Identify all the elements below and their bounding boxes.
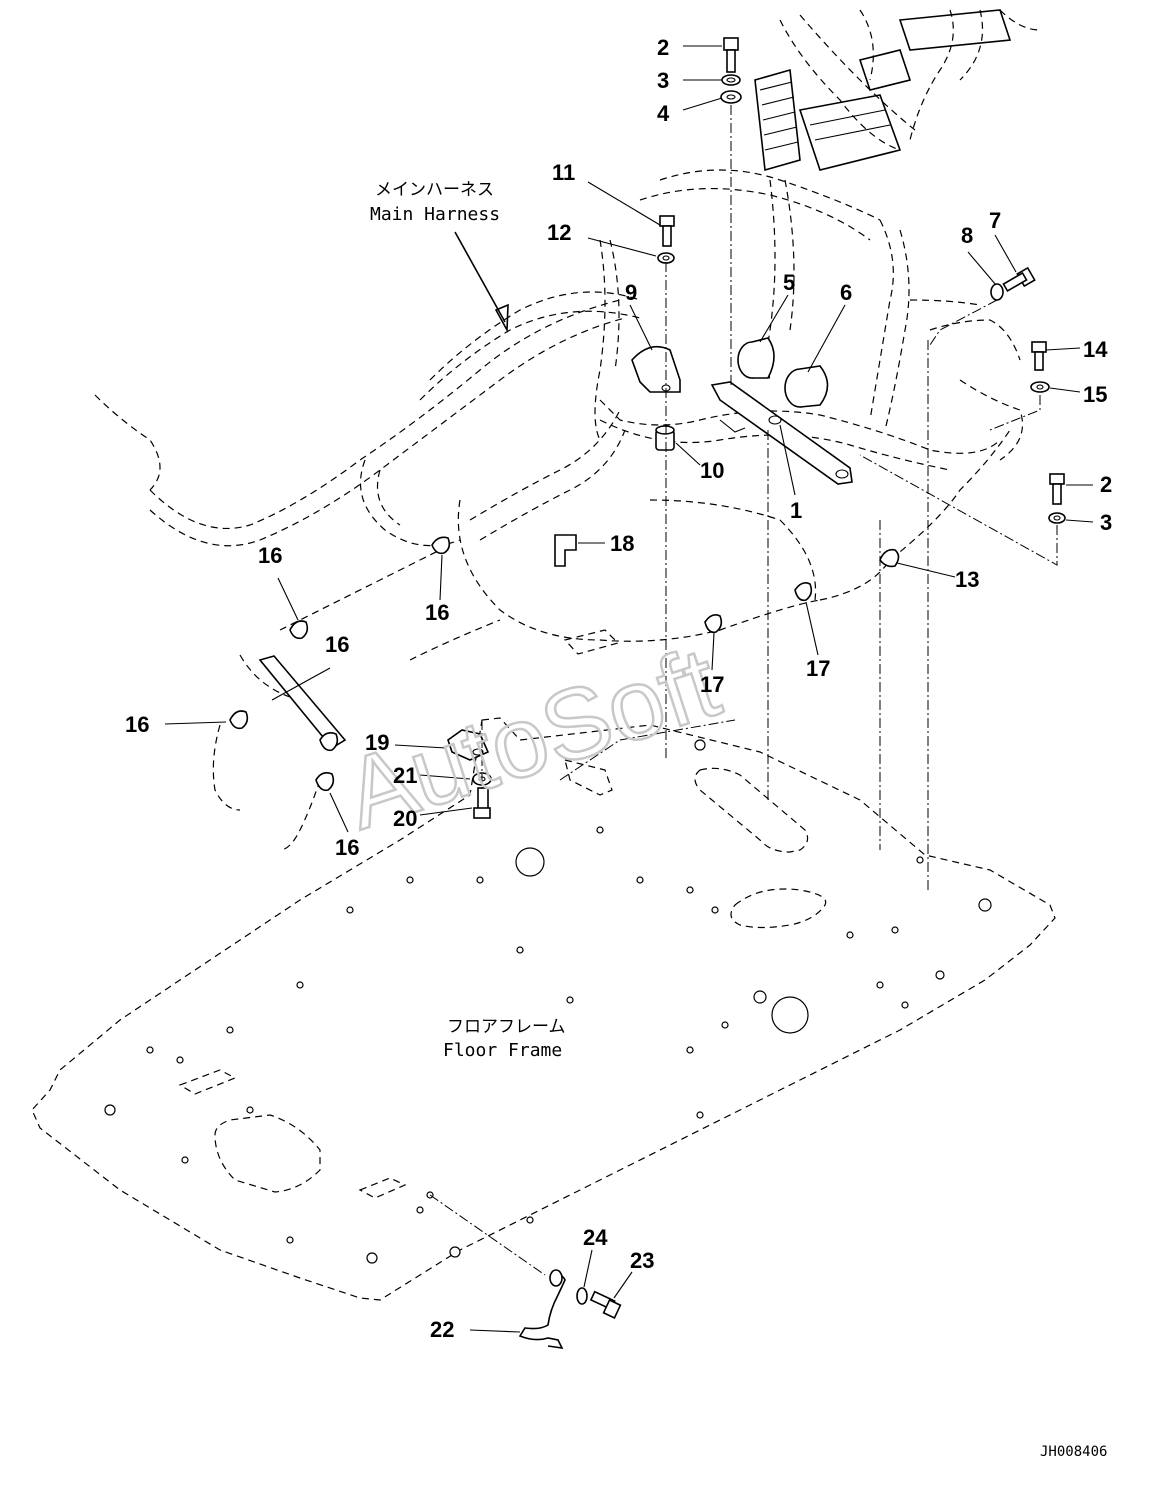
callout-24: 24 [583, 1225, 608, 1250]
callout-4: 4 [657, 101, 670, 126]
callout-16-d: 16 [125, 712, 149, 737]
callout-17-b: 17 [806, 656, 830, 681]
part-bolt-2-right [1049, 473, 1065, 505]
part-clip-18 [554, 534, 577, 567]
part-ground-cable-22 [518, 1269, 566, 1350]
callout-7: 7 [989, 208, 1001, 233]
part-bolt-20 [473, 787, 491, 819]
callout-8: 8 [961, 223, 973, 248]
callout-3-right: 3 [1100, 510, 1112, 535]
part-bolt-14 [1031, 341, 1047, 371]
part-clamps-17 [704, 582, 813, 634]
callout-17-a: 17 [700, 672, 724, 697]
callout-10: 10 [700, 458, 724, 483]
callout-11: 11 [552, 160, 575, 185]
part-clamp-9 [631, 345, 681, 393]
callout-20: 20 [393, 806, 417, 831]
main-harness [94, 9, 1041, 851]
callout-15: 15 [1083, 382, 1107, 407]
callout-2-top: 2 [657, 35, 669, 60]
document-id: JH008406 [1040, 1444, 1107, 1460]
floor-frame [31, 629, 1056, 1301]
part-spacer-10 [655, 425, 675, 451]
leader-lines [164, 45, 1094, 1333]
part-washer-24 [576, 1287, 588, 1305]
main-harness-caption-jp: メインハーネス [375, 180, 494, 200]
callout-19: 19 [365, 730, 389, 755]
floor-frame-caption-jp: フロアフレーム [447, 1017, 566, 1037]
part-washer-8 [990, 283, 1004, 301]
callout-16-c: 16 [325, 632, 349, 657]
part-washer-3-top [721, 74, 741, 86]
callout-21: 21 [393, 763, 417, 788]
callout-14: 14 [1083, 337, 1108, 362]
part-relay-5 [737, 337, 775, 379]
callout-3-top: 3 [657, 68, 669, 93]
part-washer-4 [720, 90, 742, 104]
callout-1: 1 [790, 498, 802, 523]
callout-16-a: 16 [258, 543, 282, 568]
callout-23: 23 [630, 1248, 654, 1273]
part-bolt-23 [589, 1290, 622, 1319]
part-bracket-19 [447, 729, 490, 761]
part-clamp-13 [879, 548, 900, 568]
main-harness-caption-en: Main Harness [370, 204, 500, 225]
floor-frame-caption-en: Floor Frame [443, 1040, 562, 1061]
callout-2-right: 2 [1100, 472, 1112, 497]
callout-16-b: 16 [425, 600, 449, 625]
part-bolt-2-top [723, 37, 739, 73]
part-washer-15 [1030, 381, 1050, 393]
part-bolt-11 [659, 215, 675, 247]
callout-numbers: 2 3 4 11 12 9 5 6 8 7 14 15 10 1 2 3 18 … [125, 35, 1112, 1342]
callout-9: 9 [625, 280, 637, 305]
part-bolt-7 [1002, 266, 1036, 293]
part-clamps-16 [229, 536, 451, 792]
callout-12: 12 [547, 220, 571, 245]
fuse-box [754, 9, 1012, 172]
alignment-lines [429, 105, 1058, 1276]
callout-13: 13 [955, 567, 979, 592]
part-washer-3-right [1048, 512, 1066, 524]
callout-5: 5 [783, 270, 795, 295]
part-relay-6 [784, 365, 829, 408]
callout-18: 18 [610, 531, 634, 556]
callout-6: 6 [840, 280, 852, 305]
callout-16-e: 16 [335, 835, 359, 860]
part-washer-12 [657, 252, 675, 264]
callout-22: 22 [430, 1317, 454, 1342]
